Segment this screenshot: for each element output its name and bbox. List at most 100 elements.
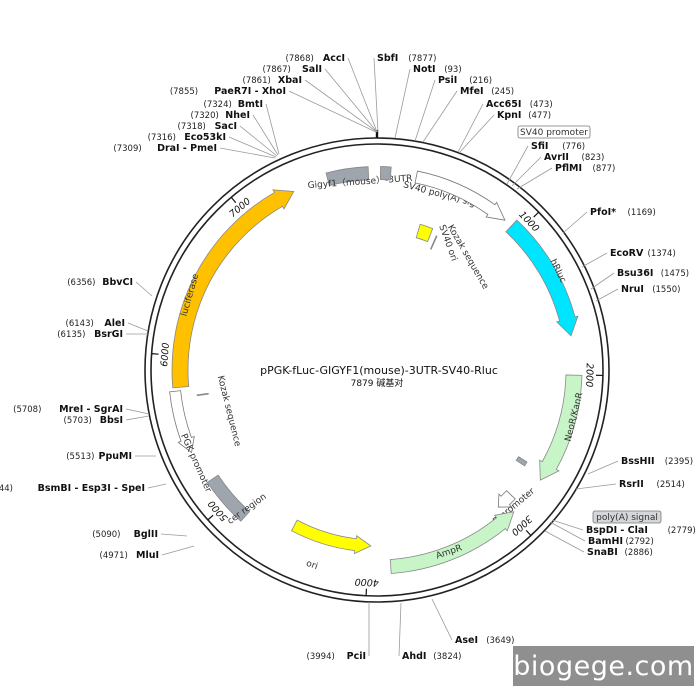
tick-mark — [207, 514, 214, 521]
site-name: SfiI — [531, 141, 548, 152]
tick-label: 4000 — [354, 576, 379, 588]
site-leader — [125, 415, 150, 421]
site-name: KpnI — [497, 110, 521, 121]
site-leader — [347, 57, 378, 133]
site-leader — [562, 211, 588, 234]
site-leader — [551, 519, 584, 531]
restriction-site: MluI(4971) — [100, 550, 159, 561]
site-leader — [414, 79, 436, 142]
site-name: BssHII — [621, 456, 655, 467]
site-leader — [127, 322, 149, 332]
restriction-site: BamHI(2792) — [588, 536, 654, 547]
site-leader — [304, 79, 378, 133]
site-name: EcoRV — [610, 248, 644, 259]
site-position: (1475) — [661, 269, 689, 279]
site-name: MreI - SgrAI — [59, 404, 123, 415]
restriction-site: BssHII (2395) — [621, 456, 693, 467]
site-leader — [373, 57, 379, 133]
restriction-site: SbfI(7877) — [377, 53, 436, 64]
site-position: (7861) — [243, 76, 271, 86]
site-position: (2395) — [665, 457, 693, 467]
tick-mark — [151, 353, 159, 355]
restriction-site: DraI - PmeI(7309) — [113, 143, 217, 154]
watermark: biogege.com — [513, 646, 694, 686]
restriction-site: BmtI(7324) — [204, 99, 263, 110]
tick-label: 6000 — [159, 342, 172, 367]
site-name: BbvCI — [102, 277, 133, 288]
restriction-site: NruI(1550) — [621, 284, 680, 295]
tick-label: 2000 — [583, 363, 595, 387]
tick-mark — [525, 529, 532, 536]
site-position: (5090) — [92, 530, 120, 540]
site-name: PflMI — [555, 163, 582, 174]
restriction-site: KpnI(477) — [497, 110, 551, 121]
site-name: PaeR7I - XhoI — [214, 86, 286, 97]
site-position: (1374) — [648, 249, 676, 259]
site-position: (7309) — [113, 144, 141, 154]
site-leader — [544, 530, 585, 553]
hrluc-feature — [505, 219, 579, 337]
site-leader — [590, 272, 615, 290]
site-name: BsmBI - Esp3I - SpeI — [38, 483, 145, 494]
plasmid-name: pPGK-fLuc-GIGYF1(mouse)-3UTR-SV40-Rluc — [260, 364, 498, 377]
ampr-feature — [389, 511, 515, 574]
site-name: RsrII — [619, 479, 644, 490]
restriction-site: BbvCI(6356) — [67, 277, 133, 288]
site-position: (3649) — [486, 636, 514, 646]
restriction-site: MreI - SgrAI(5708) — [13, 404, 123, 415]
site-position: (2779) — [668, 526, 696, 536]
kozak2-feature — [196, 392, 209, 397]
luciferase-feature — [171, 189, 295, 389]
site-leader — [219, 147, 276, 159]
site-name: Bsu36I — [617, 268, 653, 279]
site-name: NotI — [413, 64, 436, 75]
kozak1-feature — [429, 235, 438, 250]
site-leader — [125, 408, 150, 415]
site-position: (7320) — [191, 111, 219, 121]
site-name: BsrGI — [94, 329, 123, 340]
site-leader — [587, 460, 619, 475]
sv40ori-feature — [415, 223, 434, 243]
site-name: AhdI — [402, 651, 426, 662]
restriction-site: BglII(5090) — [92, 529, 158, 540]
site-leader — [516, 167, 553, 190]
site-name: AccI — [323, 53, 345, 64]
restriction-site: Acc65I(473) — [486, 99, 553, 110]
site-name: PfoI* — [590, 207, 616, 218]
site-name: PciI — [347, 651, 366, 662]
restriction-site: BspDI - ClaI (2779) — [586, 525, 696, 536]
kozak2-label: Kozak sequence — [215, 375, 242, 448]
site-position: (216) — [469, 76, 492, 86]
site-name: AseI — [455, 635, 478, 646]
neor-feature — [539, 374, 583, 481]
backbone-inner-ring — [150, 143, 604, 597]
restriction-site: SfiI(776) — [531, 141, 585, 152]
site-leader — [457, 103, 484, 153]
restriction-site: PflMI(877) — [555, 163, 615, 174]
site-leader — [458, 114, 495, 154]
restriction-site: BsmBI - Esp3I - SpeI (5344) — [0, 483, 145, 494]
site-name: MluI — [136, 550, 159, 561]
pgk-label: PGK promoter — [178, 432, 213, 494]
leader-layer — [125, 57, 619, 657]
gigyf1-feature — [325, 166, 370, 187]
site-leader — [161, 545, 195, 556]
site-position: (3824) — [433, 652, 461, 662]
site-position: (5344) — [0, 484, 13, 494]
site-position: (2792) — [626, 537, 654, 547]
tick-mark — [230, 196, 237, 204]
site-position: (93) — [444, 65, 461, 75]
site-leader — [265, 103, 280, 155]
site-leader — [511, 156, 542, 187]
sv40pa-feature — [379, 166, 392, 181]
site-name: Acc65I — [486, 99, 521, 110]
ampprom-feature — [497, 490, 516, 508]
site-leader — [595, 288, 619, 302]
restriction-site: PaeR7I - XhoI(7855) — [170, 86, 286, 97]
restriction-site: MfeI(245) — [460, 86, 514, 97]
site-position: (7318) — [178, 122, 206, 132]
site-leader — [394, 68, 411, 139]
restriction-site: SalI(7867) — [263, 64, 322, 75]
polya-label: poly(A) signal — [596, 513, 658, 523]
site-name: BspDI - ClaI — [586, 525, 648, 536]
